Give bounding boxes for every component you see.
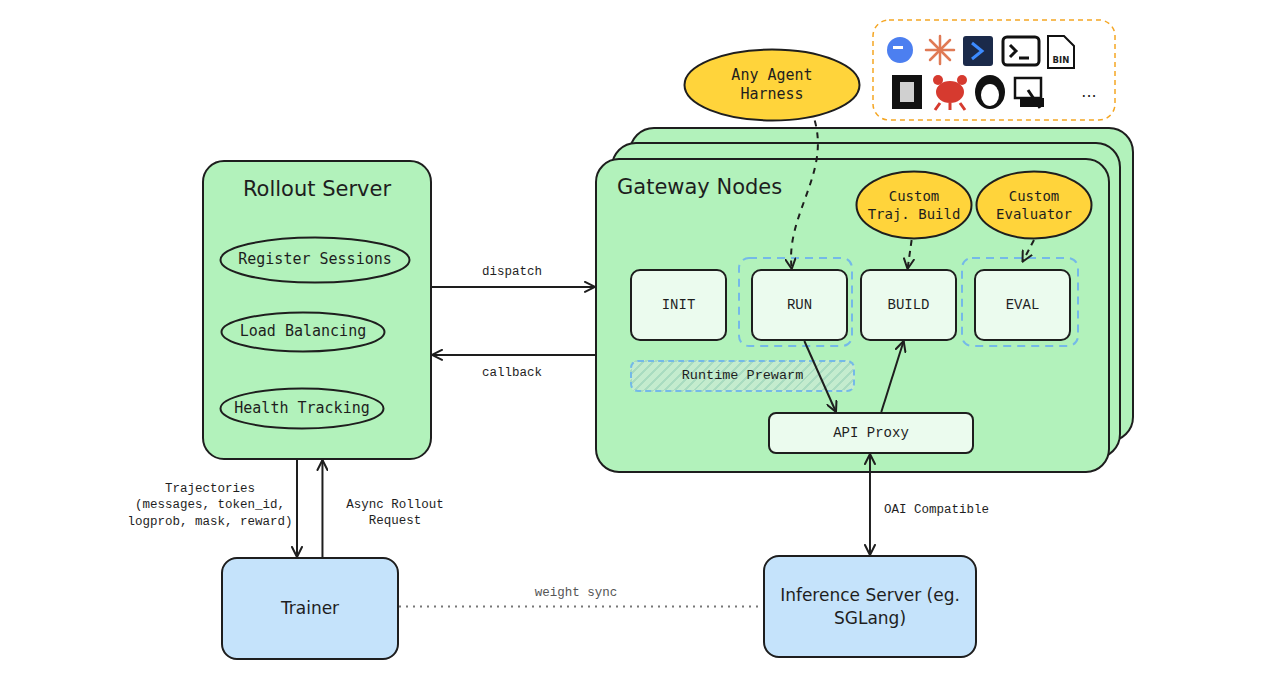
inference-box: Inference Server (eg. SGLang) xyxy=(763,555,977,658)
node-label: BUILD xyxy=(864,296,954,314)
node-label: INIT xyxy=(634,296,724,314)
callout-ellipse: Custom Traj. Build xyxy=(855,170,973,240)
ellipse-shape xyxy=(857,172,972,239)
node-label: Register Sessions xyxy=(225,250,405,270)
server-box: Rollout ServerRegister SessionsLoad Bala… xyxy=(202,160,432,460)
node-label: Any Agent Harness xyxy=(712,66,832,105)
edge-label: weight sync xyxy=(516,585,636,601)
connector-arrow xyxy=(296,460,298,557)
connector-arrow xyxy=(1023,240,1035,262)
connector-arrow xyxy=(399,605,763,607)
edge-label: callback xyxy=(462,365,562,381)
connector-arrow xyxy=(881,341,903,412)
connector-arrow xyxy=(908,240,912,269)
prewarm-band: Runtime Prewarm xyxy=(630,360,855,392)
ellipse-shape xyxy=(977,172,1092,239)
ellipse-outline xyxy=(855,170,973,240)
node-label: EVAL xyxy=(978,296,1068,314)
edge-label: Async Rollout Request xyxy=(330,497,460,530)
node-label: Trainer xyxy=(230,597,390,619)
box-title: Gateway Nodes xyxy=(617,174,782,201)
stage-box: EVAL xyxy=(974,269,1071,341)
ellipse-shape xyxy=(222,313,385,352)
callout-ellipse: Any Agent Harness xyxy=(683,48,861,122)
box-title: Rollout Server xyxy=(204,176,430,203)
node-label: Runtime Prewarm xyxy=(638,367,848,385)
edge-label: OAI Compatible xyxy=(884,502,1014,518)
dashed-group-outline xyxy=(739,258,852,346)
edge-label: dispatch xyxy=(462,264,562,280)
ellipse-shape xyxy=(221,238,410,283)
callout-ellipse: Custom Evaluator xyxy=(975,170,1093,240)
connector-arrow xyxy=(321,460,323,557)
gateway-box: Gateway Nodes Custom Traj. Build Custom Ev… xyxy=(595,158,1110,473)
connector-arrow xyxy=(432,286,595,288)
stage-box: BUILD xyxy=(860,269,957,341)
proxy-box: API Proxy xyxy=(768,412,974,454)
harness-icon-group xyxy=(873,20,1115,120)
edge-label: Trajectories (messages, token_id, logpro… xyxy=(126,481,294,530)
function-ellipse: Register Sessions xyxy=(219,236,411,284)
ellipse-outline xyxy=(975,170,1093,240)
connector-arrow xyxy=(869,454,871,555)
trainer-box: Trainer xyxy=(221,557,399,660)
node-label: RUN xyxy=(755,296,845,314)
node-label: Custom Evaluator xyxy=(986,187,1082,223)
node-label: Inference Server (eg. SGLang) xyxy=(780,584,960,628)
node-label: Load Balancing xyxy=(223,322,383,342)
icon-text: BIN xyxy=(1048,55,1074,66)
node-label: Health Tracking xyxy=(222,399,382,419)
dashed-group-outline xyxy=(962,258,1078,346)
ellipse-shape xyxy=(221,389,384,429)
connector-arrow xyxy=(804,341,836,412)
function-ellipse: Load Balancing xyxy=(220,311,386,353)
ellipse-shape xyxy=(685,50,860,121)
function-ellipse: Health Tracking xyxy=(219,387,385,430)
stage-box: INIT xyxy=(630,269,727,341)
node-label: Custom Traj. Build xyxy=(866,187,962,223)
connector-arrow xyxy=(432,354,595,356)
node-label: API Proxy xyxy=(776,424,966,442)
connector-arrow xyxy=(791,121,818,269)
ellipsis: ... xyxy=(1074,82,1104,103)
stage-box: RUN xyxy=(751,269,848,341)
